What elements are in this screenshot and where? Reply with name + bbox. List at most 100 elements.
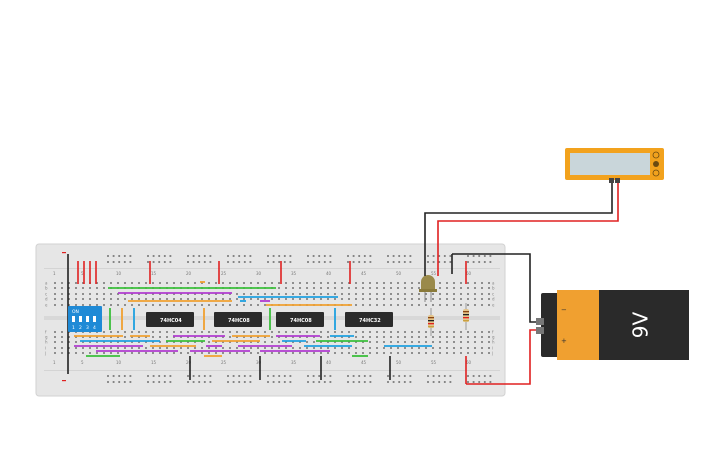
breadboard-hole[interactable] [453,282,455,284]
breadboard-hole[interactable] [481,331,483,333]
breadboard-hole[interactable] [117,347,119,349]
breadboard-hole[interactable] [383,282,385,284]
breadboard-hole[interactable] [292,347,294,349]
breadboard-hole[interactable] [227,381,229,383]
breadboard-hole[interactable] [409,381,412,383]
breadboard-hole[interactable] [439,331,441,333]
breadboard-hole[interactable] [278,381,281,383]
breadboard-hole[interactable] [432,298,434,300]
breadboard-hole[interactable] [318,381,321,383]
breadboard-hole[interactable] [320,331,322,333]
breadboard-hole[interactable] [215,347,217,349]
breadboard-hole[interactable] [124,352,126,354]
breadboard-hole[interactable] [257,304,259,306]
breadboard-hole[interactable] [362,331,364,333]
breadboard-hole[interactable] [348,347,350,349]
jumper-wires[interactable] [74,281,432,357]
breadboard-hole[interactable] [271,298,273,300]
breadboard-hole[interactable] [488,341,490,343]
breadboard-hole[interactable] [158,261,161,263]
breadboard-hole[interactable] [123,261,126,263]
breadboard-hole[interactable] [327,341,329,343]
breadboard-hole[interactable] [163,375,166,377]
breadboard-hole[interactable] [439,298,441,300]
breadboard-hole[interactable] [439,287,441,289]
breadboard-hole[interactable] [187,255,189,257]
breadboard-hole[interactable] [383,304,385,306]
breadboard-hole[interactable] [198,255,201,257]
breadboard-hole[interactable] [306,341,308,343]
breadboard-hole[interactable] [166,347,168,349]
breadboard-hole[interactable] [403,375,406,377]
breadboard-hole[interactable] [404,304,406,306]
breadboard-hole[interactable] [323,261,326,263]
breadboard-hole[interactable] [96,298,98,300]
breadboard-hole[interactable] [355,304,357,306]
breadboard-hole[interactable] [292,331,294,333]
breadboard-hole[interactable] [397,304,399,306]
breadboard-hole[interactable] [152,341,154,343]
breadboard-hole[interactable] [481,347,483,349]
breadboard-hole[interactable] [145,331,147,333]
breadboard-hole[interactable] [222,352,224,354]
breadboard-hole[interactable] [103,287,105,289]
breadboard-hole[interactable] [124,304,126,306]
breadboard-hole[interactable] [369,282,371,284]
breadboard-hole[interactable] [404,341,406,343]
breadboard-hole[interactable] [488,282,490,284]
breadboard-hole[interactable] [54,352,56,354]
breadboard-hole[interactable] [249,381,252,383]
breadboard-hole[interactable] [403,261,406,263]
breadboard-hole[interactable] [123,255,126,257]
breadboard-hole[interactable] [61,287,63,289]
breadboard-hole[interactable] [312,375,315,377]
breadboard-hole[interactable] [222,347,224,349]
breadboard-hole[interactable] [313,293,315,295]
rail-wires[interactable] [67,254,467,384]
breadboard-hole[interactable] [222,341,224,343]
breadboard-hole[interactable] [348,336,350,338]
breadboard-hole[interactable] [208,304,210,306]
breadboard-hole[interactable] [409,255,412,257]
breadboard-hole[interactable] [320,341,322,343]
breadboard-hole[interactable] [243,293,245,295]
breadboard-hole[interactable] [201,298,203,300]
breadboard-hole[interactable] [169,261,172,263]
breadboard-hole[interactable] [292,293,294,295]
breadboard-hole[interactable] [271,336,273,338]
breadboard-hole[interactable] [145,298,147,300]
breadboard-hole[interactable] [404,298,406,300]
breadboard-hole[interactable] [243,375,246,377]
breadboard-hole[interactable] [267,375,269,377]
breadboard-hole[interactable] [306,336,308,338]
breadboard-hole[interactable] [124,282,126,284]
breadboard-hole[interactable] [446,293,448,295]
breadboard-hole[interactable] [173,282,175,284]
breadboard-hole[interactable] [439,347,441,349]
breadboard-hole[interactable] [278,261,281,263]
breadboard-hole[interactable] [439,293,441,295]
breadboard-hole[interactable] [358,255,361,257]
breadboard-hole[interactable] [348,287,350,289]
breadboard-hole[interactable] [348,293,350,295]
breadboard-hole[interactable] [390,336,392,338]
breadboard-hole[interactable] [403,255,406,257]
breadboard-hole[interactable] [271,331,273,333]
breadboard-hole[interactable] [271,341,273,343]
breadboard-hole[interactable] [369,341,371,343]
breadboard-hole[interactable] [355,336,357,338]
breadboard-hole[interactable] [299,352,301,354]
breadboard-hole[interactable] [404,293,406,295]
breadboard-hole[interactable] [481,298,483,300]
breadboard-hole[interactable] [446,298,448,300]
breadboard-hole[interactable] [159,282,161,284]
breadboard-hole[interactable] [152,304,154,306]
breadboard-hole[interactable] [89,287,91,289]
breadboard-hole[interactable] [467,381,469,383]
breadboard-hole[interactable] [180,293,182,295]
breadboard-hole[interactable] [82,352,84,354]
breadboard-hole[interactable] [243,331,245,333]
breadboard-hole[interactable] [194,347,196,349]
breadboard-hole[interactable] [383,347,385,349]
breadboard-hole[interactable] [110,347,112,349]
